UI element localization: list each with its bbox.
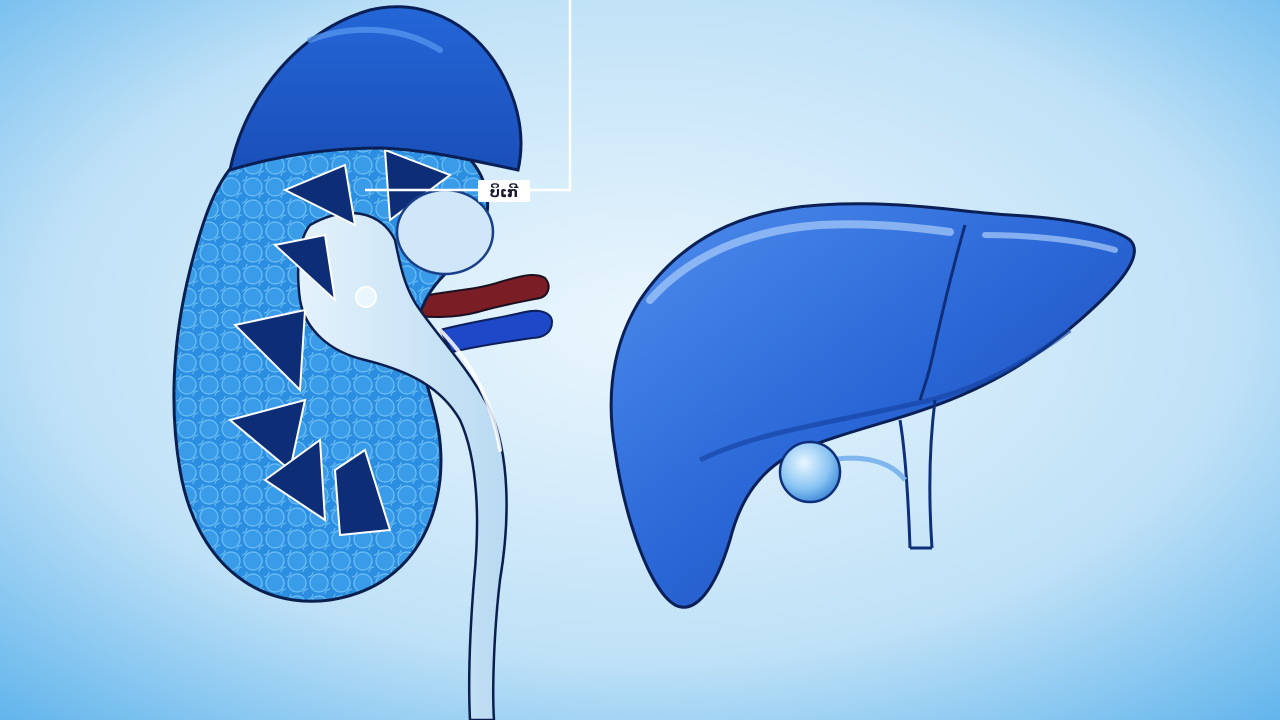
liver-icon xyxy=(609,202,1136,609)
ureter-highlight xyxy=(438,328,502,452)
pyramid xyxy=(282,163,357,227)
renal-artery xyxy=(409,274,550,318)
kidney-cross-section-icon xyxy=(172,5,554,720)
liver-underside-shadow xyxy=(698,327,1072,463)
liver-body xyxy=(609,202,1136,609)
callout-label-box xyxy=(478,180,530,202)
renal-pyramids xyxy=(227,148,453,537)
callout-line xyxy=(365,0,572,192)
liver-highlight xyxy=(646,220,954,304)
gallbladder-icon xyxy=(778,440,842,504)
liver-highlight-right xyxy=(982,232,1118,253)
renal-vein xyxy=(438,309,554,354)
pyramid xyxy=(232,308,307,393)
adrenal-nodule xyxy=(395,188,495,276)
liver-lobe-division xyxy=(918,224,967,401)
pyramid xyxy=(227,398,307,472)
pyramid xyxy=(333,448,392,537)
adrenal-gland-highlight xyxy=(307,26,443,53)
pyramid xyxy=(263,438,327,522)
callout: ບິເກີ xyxy=(365,0,572,202)
pyramid xyxy=(272,233,337,303)
callout-label: ບິເກີ xyxy=(490,183,519,201)
bile-duct xyxy=(829,399,937,550)
renal-cyst xyxy=(355,286,377,308)
